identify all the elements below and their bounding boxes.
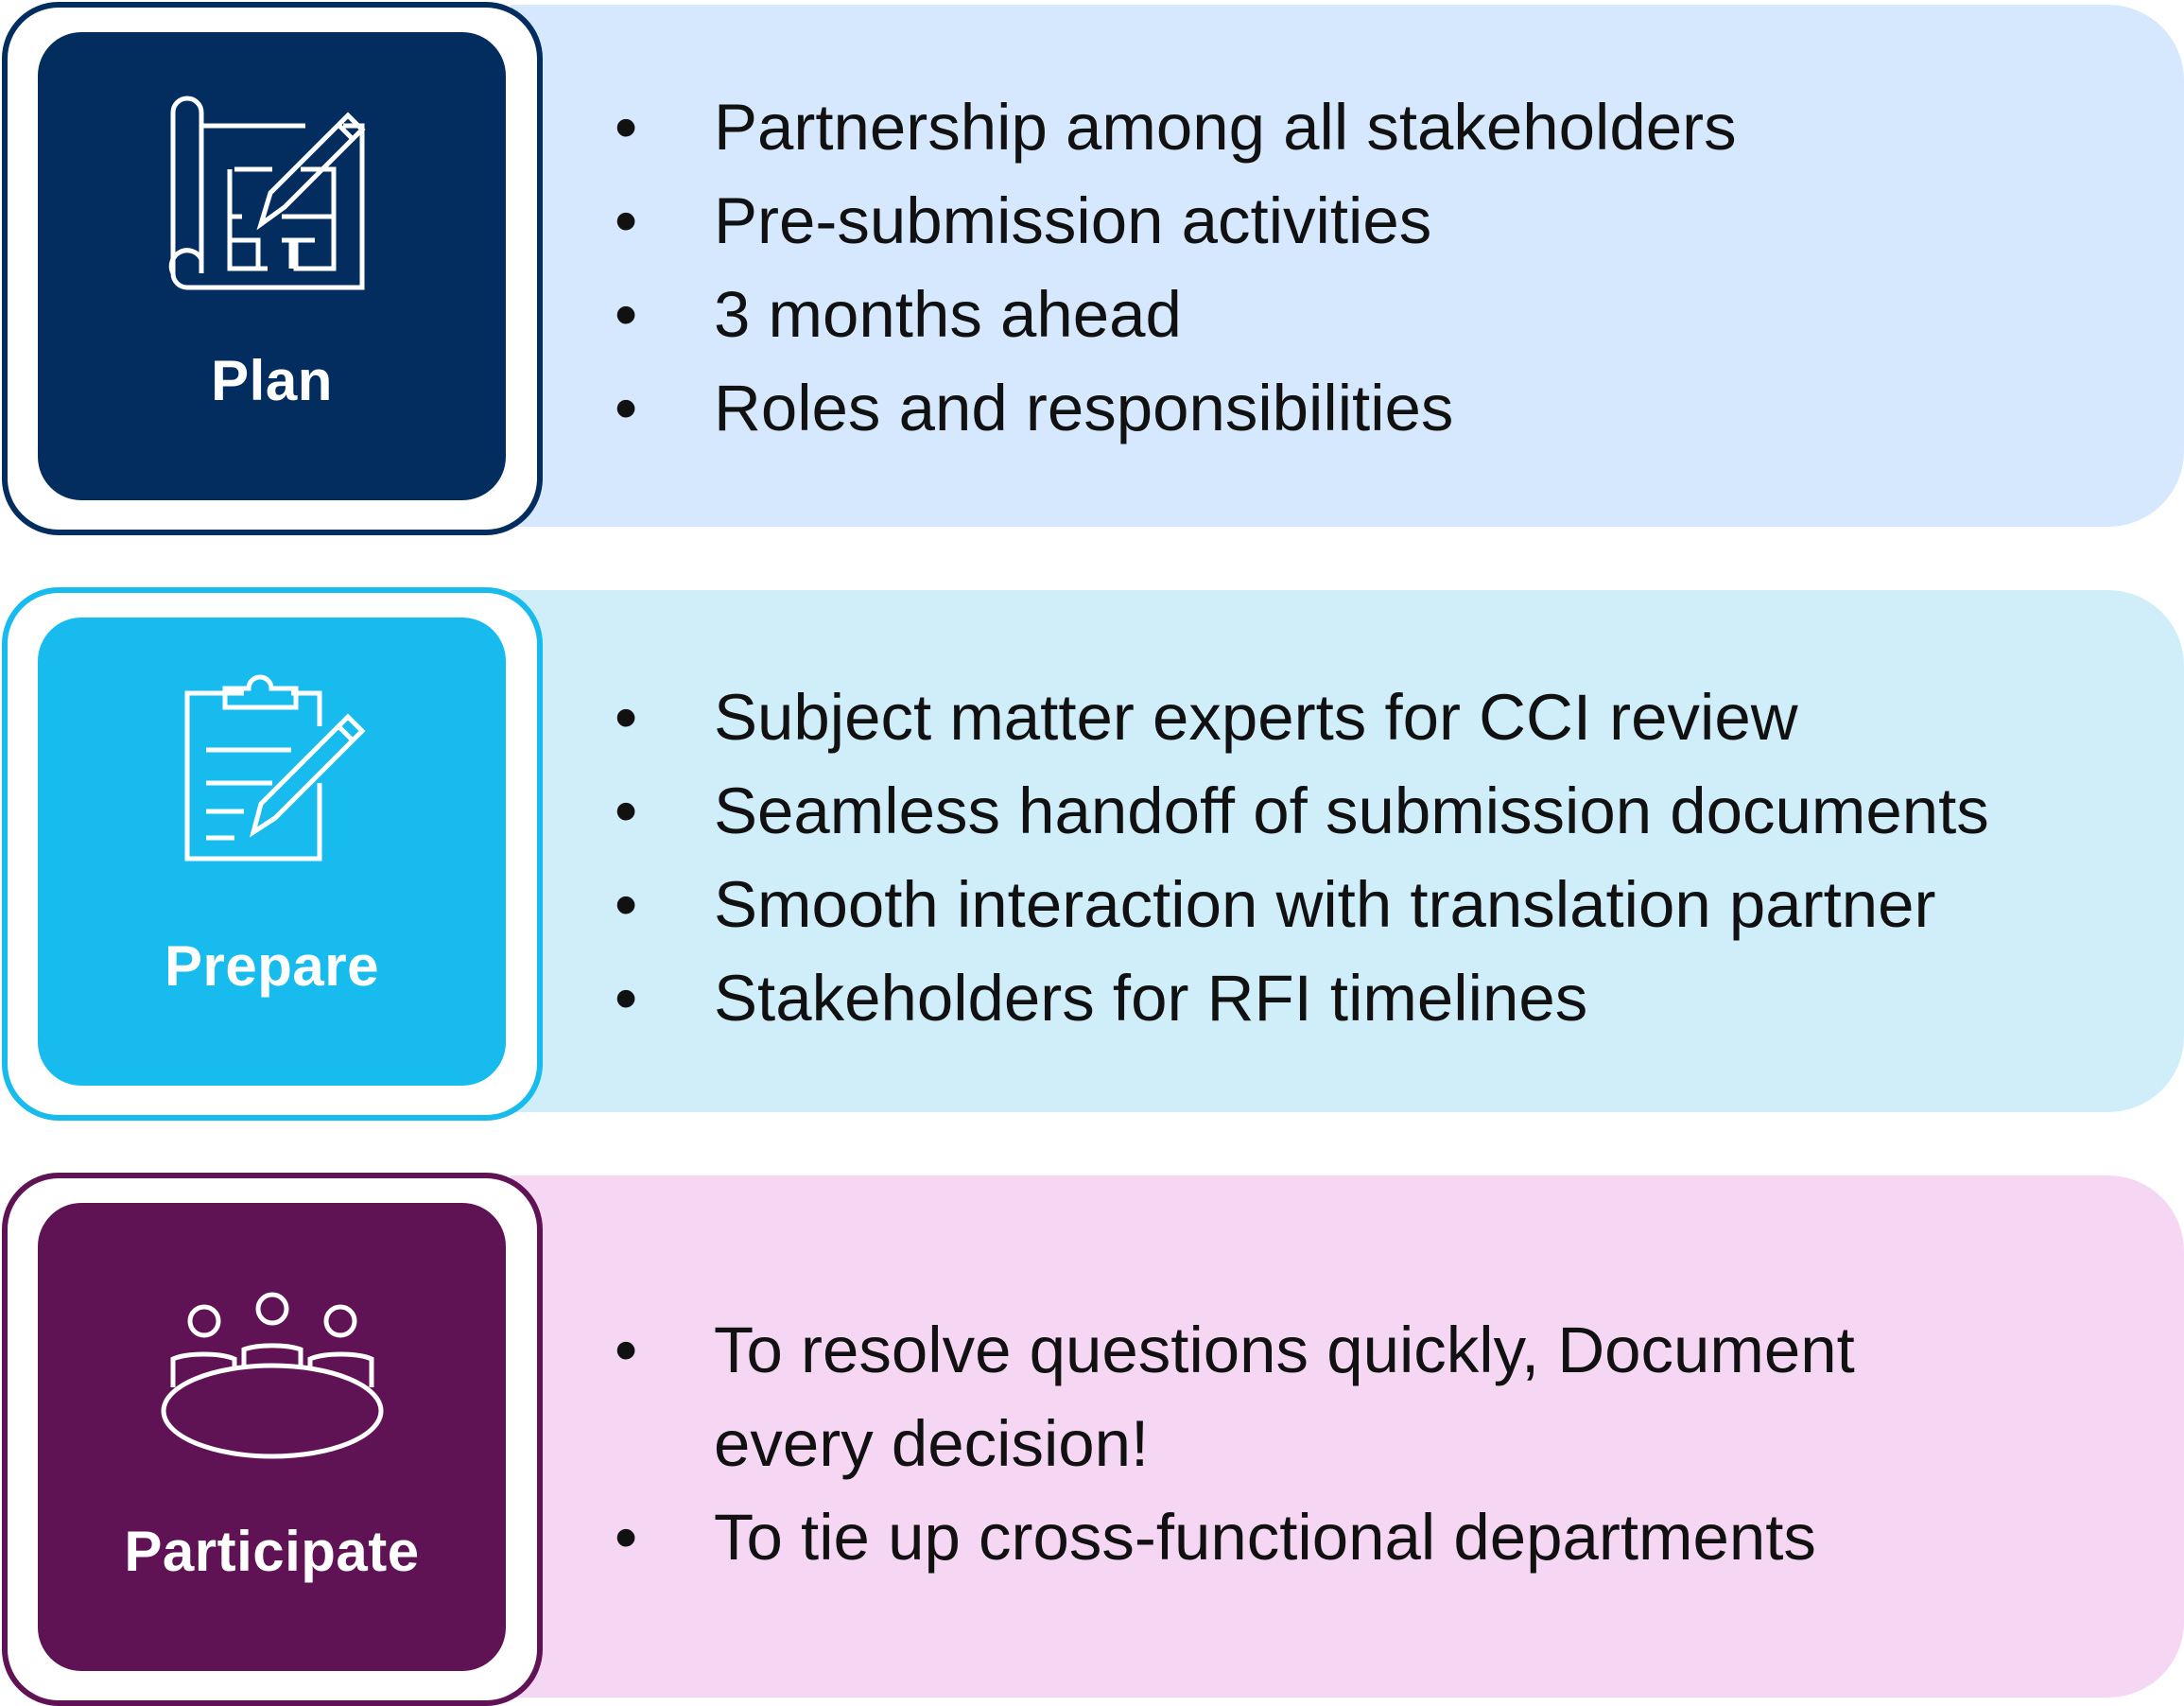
bullet-item: Pre-submission activities [615, 174, 1737, 268]
bullet-item: Seamless handoff of submission documents [615, 764, 1989, 858]
bullet-item: To resolve questions quickly, Document e… [615, 1303, 1938, 1490]
meeting-table-icon [161, 1292, 383, 1459]
plan-title: Plan [211, 349, 333, 412]
prepare-bullets: Subject matter experts for CCI review Se… [615, 670, 1989, 1045]
bullet-item: Smooth interaction with translation part… [615, 858, 1989, 951]
plan-section: Plan Partnership among all stakeholders … [0, 0, 2184, 535]
bullet-item: Subject matter experts for CCI review [615, 670, 1989, 764]
participate-section: Participate To resolve questions quickly… [0, 1171, 2184, 1706]
prepare-section: Prepare Subject matter experts for CCI r… [0, 585, 2184, 1121]
prepare-box: Prepare [38, 618, 506, 1086]
plan-bullets: Partnership among all stakeholders Pre-s… [615, 80, 1737, 455]
bullet-item: Roles and responsibilities [615, 361, 1737, 455]
participate-bullets: To resolve questions quickly, Document e… [615, 1303, 1938, 1584]
participate-box: Participate [38, 1203, 506, 1671]
plan-box: Plan [38, 32, 506, 500]
blueprint-pencil-icon [168, 96, 366, 290]
bullet-item: To tie up cross-functional departments [615, 1490, 1938, 1584]
clipboard-pencil-icon [184, 674, 366, 862]
bullet-item: Partnership among all stakeholders [615, 80, 1737, 174]
bullet-item: Stakeholders for RFI timelines [615, 951, 1989, 1045]
participate-title: Participate [124, 1520, 420, 1583]
bullet-item: 3 months ahead [615, 268, 1737, 361]
prepare-title: Prepare [165, 934, 379, 998]
